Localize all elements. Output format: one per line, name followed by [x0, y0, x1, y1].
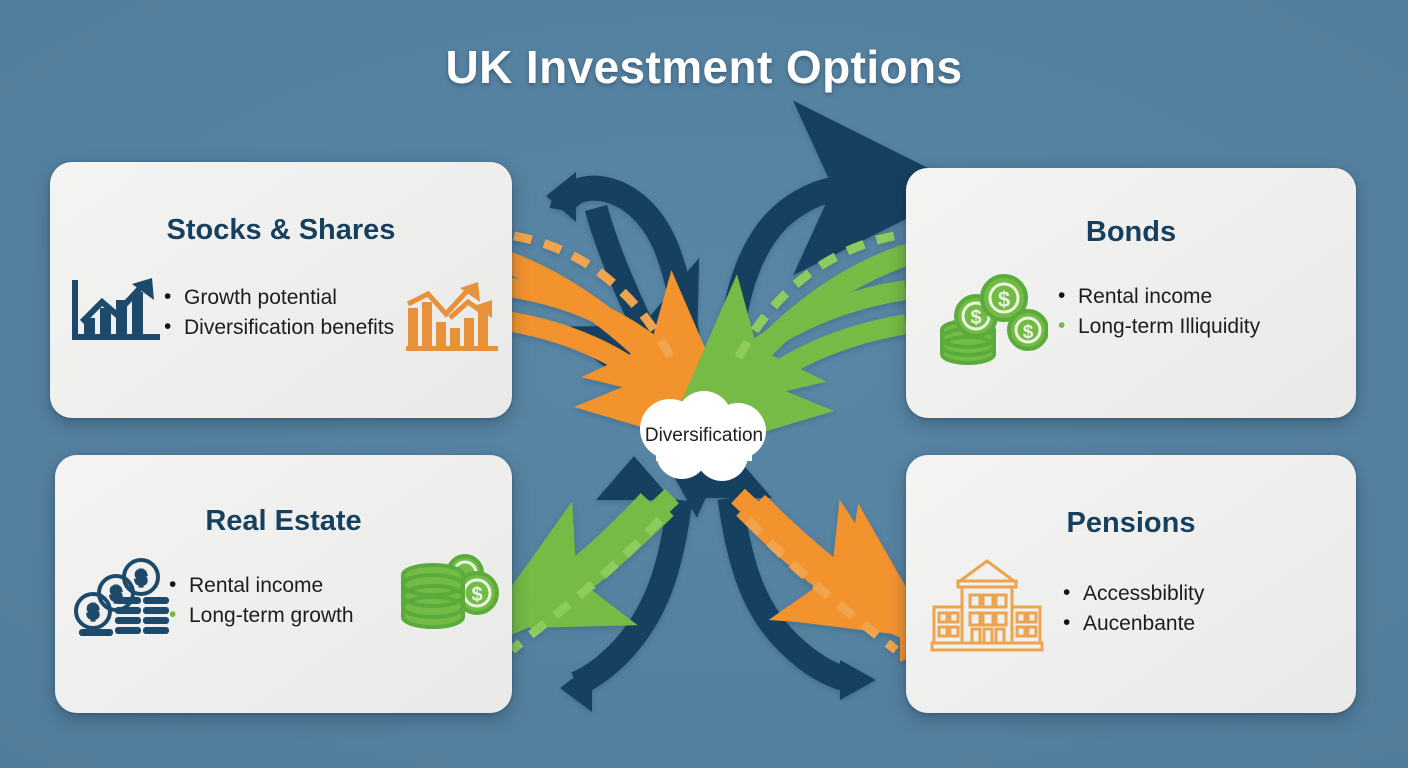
coin-stack-green-icon: $	[395, 551, 499, 641]
svg-text:$: $	[998, 287, 1010, 312]
coin-stack-navy-icon: $ $ $	[73, 555, 173, 643]
page-title: UK Investment Options	[445, 41, 963, 93]
svg-text:$: $	[88, 602, 98, 622]
orange-arrow-to-hub-lower	[498, 304, 725, 452]
card-bullet-list: Rental income Long-term growth	[167, 571, 354, 631]
green-dashed-upper-right	[732, 231, 895, 365]
bank-building-orange-icon	[928, 551, 1046, 655]
card-bullet-list: Rental income Long-term Illiquidity	[1056, 282, 1306, 342]
bullet-item: Rental income	[1056, 282, 1306, 311]
bar-chart-growth-orange-icon	[402, 280, 502, 354]
orange-dashed-upper-left	[513, 231, 676, 363]
svg-text:$: $	[970, 307, 981, 329]
svg-text:$: $	[136, 568, 146, 588]
coin-stack-green-icon: $ $ $	[938, 272, 1049, 368]
card-bullet-list: Growth potential Diversification benefit…	[162, 283, 394, 343]
bullet-item: Diversification benefits	[162, 313, 394, 342]
card-bonds[interactable]: Bonds $ $	[906, 168, 1356, 418]
orange-arrow-to-pensions	[736, 500, 916, 641]
orange-arrow-from-pensions-2	[750, 494, 936, 640]
bullet-item: Aucenbante	[1061, 609, 1204, 638]
card-title: Real Estate	[205, 505, 362, 537]
green-arrow-from-bonds-lower	[683, 308, 908, 456]
bullet-item: Rental income	[167, 571, 354, 600]
card-title: Stocks & Shares	[166, 214, 396, 246]
card-stocks-and-shares[interactable]: Stocks & Shares Growth potential Diversi…	[50, 162, 512, 418]
green-arrow-to-hub-from-realestate	[542, 493, 656, 597]
bullet-item: Long-term growth	[167, 601, 354, 630]
bullet-item: Accessbiblity	[1061, 579, 1204, 608]
cloud-icon	[640, 391, 766, 481]
bullet-item: Long-term Illiquidity	[1056, 312, 1306, 341]
card-title: Pensions	[1066, 507, 1196, 539]
diversification-hub[interactable]: Diversification	[626, 391, 782, 487]
card-real-estate[interactable]: Real Estate $ $ $	[55, 455, 512, 713]
bullet-item: Growth potential	[162, 283, 394, 312]
svg-text:$: $	[1023, 322, 1034, 343]
svg-text:$: $	[471, 584, 482, 606]
card-pensions[interactable]: Pensions	[906, 455, 1356, 713]
bar-chart-growth-navy-icon	[68, 274, 164, 346]
card-bullet-list: Accessbiblity Aucenbante	[1061, 579, 1204, 639]
card-title: Bonds	[1085, 216, 1177, 248]
green-arrow-to-realestate	[492, 500, 674, 639]
